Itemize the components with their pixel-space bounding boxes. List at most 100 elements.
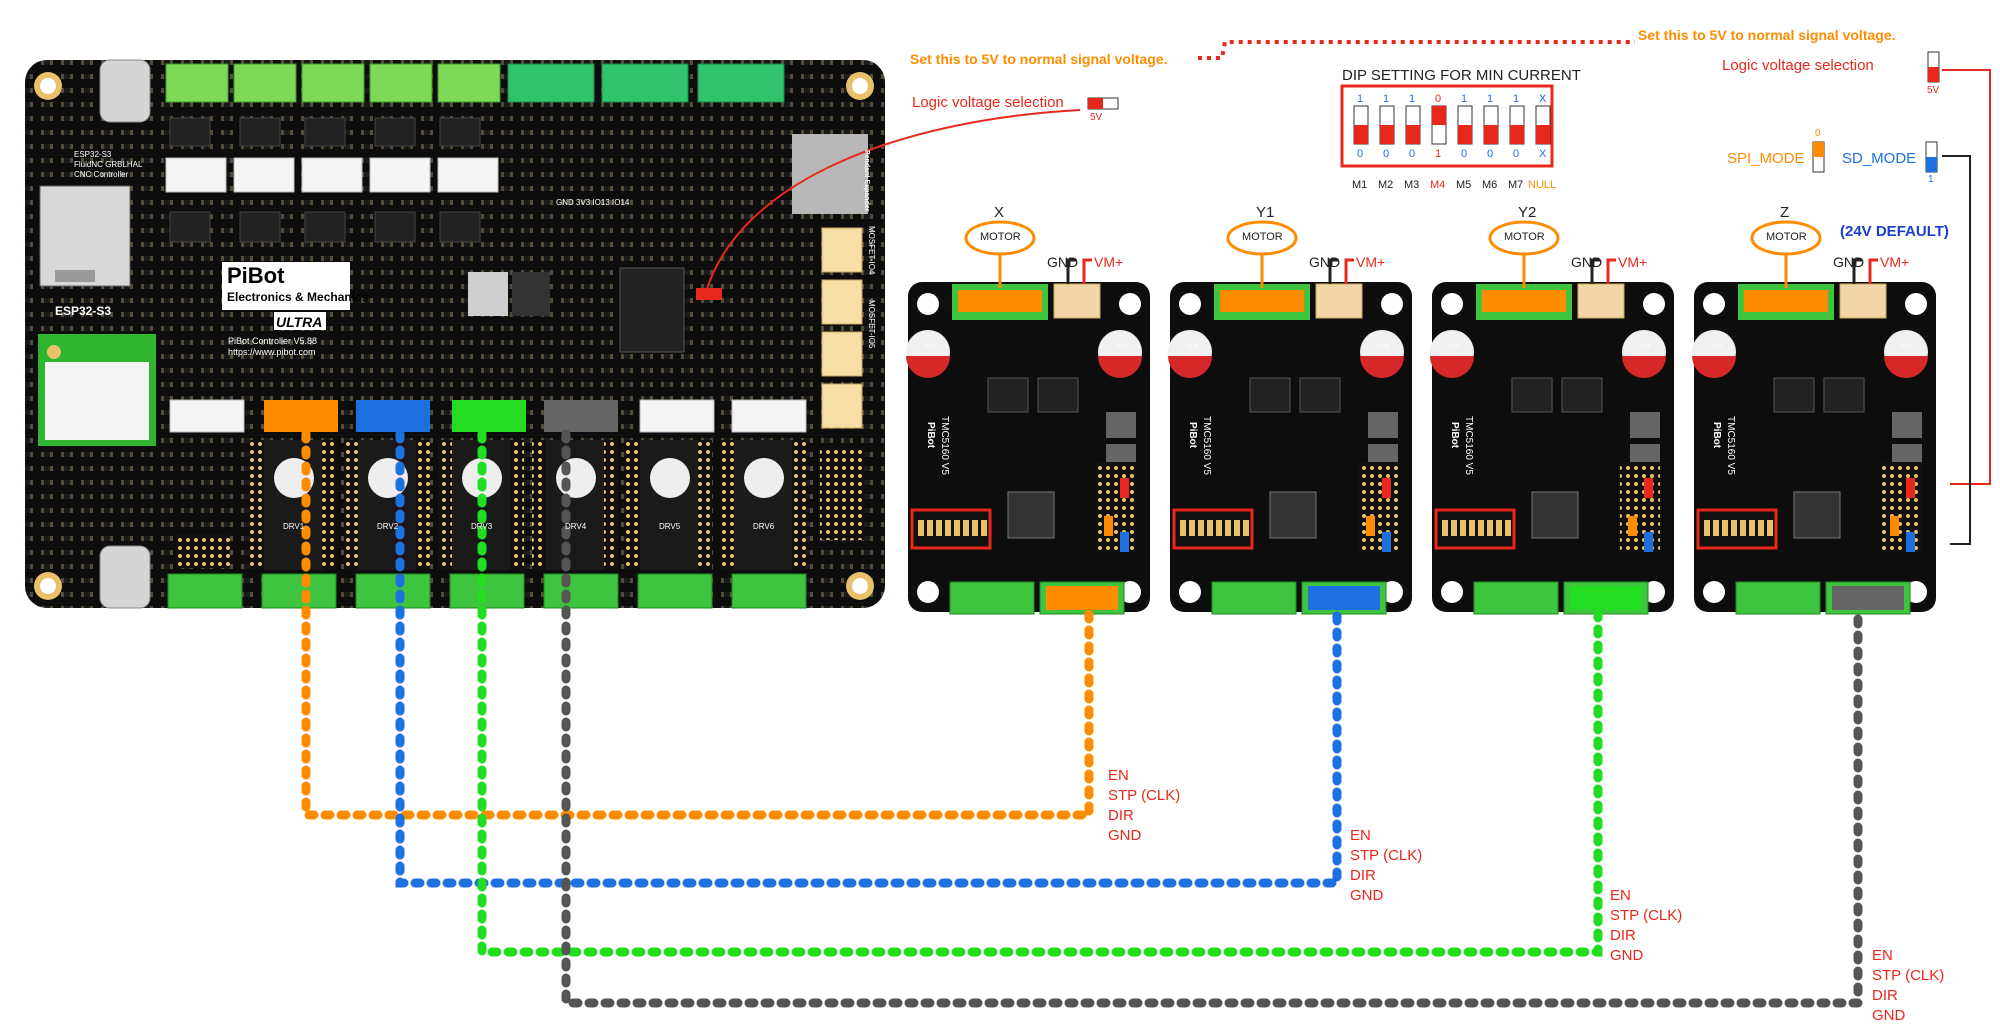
driver-brand-label: PiBot <box>1711 422 1722 449</box>
dip-switch-label: M2 <box>1378 179 1394 191</box>
header-pins-label: GND 3V3 IO13 IO14 <box>556 198 630 207</box>
usb-port-top <box>99 59 151 123</box>
drv4-label: DRV4 <box>565 522 587 531</box>
dip-switch-label: M6 <box>1482 179 1498 191</box>
dip-switch-knob <box>1536 125 1550 144</box>
dip-switch-label: M4 <box>1430 179 1446 191</box>
optocouplers <box>169 117 481 243</box>
dip-bottom-value: X <box>1539 148 1547 160</box>
driver-brand-label: PiBot <box>1449 422 1460 449</box>
dip-top-value: 1 <box>1357 93 1364 105</box>
signal-gnd: GND <box>1108 827 1142 844</box>
driver-boards <box>906 220 1936 615</box>
gnd-label: GND <box>1833 254 1865 270</box>
dip-top-value: X <box>1539 93 1547 105</box>
board-url: https://www.pibot.com <box>228 347 316 357</box>
dip-switch-knob <box>1458 125 1472 144</box>
dip-top-value: 1 <box>1409 93 1416 105</box>
controller-label: CNC Controller <box>74 170 129 179</box>
motor-label: MOTOR <box>1766 231 1807 243</box>
drv3-label: DRV3 <box>471 522 493 531</box>
driver-board-z <box>1692 220 1936 615</box>
spi-mode-label: SPI_MODE <box>1727 150 1805 167</box>
firmware-label: FluidNC GRBLHAL <box>74 160 143 169</box>
sd-card-slot <box>39 185 131 287</box>
dip-top-value: 1 <box>1383 93 1390 105</box>
top-terminals <box>165 63 785 103</box>
wire-y1 <box>395 429 1342 888</box>
regulator-chip <box>619 267 685 353</box>
logic-switch-icon-right <box>1927 51 1940 83</box>
capacitor-label-left: YCK <box>1710 344 1723 350</box>
signal-labels-y2: EN STP (CLK) DIR GND <box>1610 886 1682 966</box>
vm-label: VM+ <box>1356 254 1386 270</box>
signal-en: EN <box>1350 827 1371 844</box>
dip-switch-diagram <box>1340 84 1554 168</box>
dip-switch-label: M7 <box>1508 179 1524 191</box>
vm-label: VM+ <box>1880 254 1910 270</box>
dip-switch-knob <box>1380 125 1394 144</box>
module-label: ESP32-S3 <box>55 304 112 318</box>
capacitor-label-left: YCK <box>1186 344 1199 350</box>
driver-chip-label: TMC5160 V5 <box>1463 416 1474 475</box>
spi-mode-switch-icon <box>1812 141 1825 173</box>
callout-lines <box>705 40 1991 545</box>
drv1-label: DRV1 <box>283 522 305 531</box>
pendant-expander-port <box>792 134 868 214</box>
driver-chip-label: TMC5160 V5 <box>1201 416 1212 475</box>
driver-board-y1 <box>1168 220 1412 615</box>
dip-top-value: 1 <box>1513 93 1520 105</box>
logic-voltage-value-right: 5V <box>1927 85 1940 96</box>
capacitor-label-right: YCK <box>1639 344 1652 350</box>
drv6-label: DRV6 <box>753 522 775 531</box>
sd-mode-label: SD_MODE <box>1842 150 1917 167</box>
capacitor-label-left: YCK <box>1448 344 1461 350</box>
logic-voltage-value-left: 5V <box>1090 112 1103 123</box>
pendant-label: Pendant Expander <box>863 150 870 212</box>
signal-labels-z: EN STP (CLK) DIR GND <box>1872 946 1944 1026</box>
capacitor-label-left: YCK <box>924 344 937 350</box>
signal-en: EN <box>1610 887 1631 904</box>
signal-wires <box>301 429 1863 1008</box>
motor-terminals <box>167 573 807 609</box>
drv2-label: DRV2 <box>377 522 399 531</box>
usb-port-bottom <box>99 545 151 609</box>
signal-stp: STP (CLK) <box>1350 847 1423 864</box>
signal-stp: STP (CLK) <box>1610 907 1683 924</box>
signal-gnd: GND <box>1350 887 1384 904</box>
board-brand: PiBot <box>227 263 285 288</box>
dip-switch-knob <box>1510 125 1524 144</box>
driver-brand-label: PiBot <box>925 422 936 449</box>
dip-top-value: 1 <box>1461 93 1468 105</box>
drv5-label: DRV5 <box>659 522 681 531</box>
signal-labels-x: EN STP (CLK) DIR GND <box>1108 766 1180 846</box>
dip-bottom-value: 0 <box>1409 148 1416 160</box>
dip-bottom-value: 1 <box>1435 148 1442 160</box>
mosfet-terminals <box>821 227 863 429</box>
signal-stp: STP (CLK) <box>1108 787 1181 804</box>
signal-dir: DIR <box>1610 927 1636 944</box>
wire-x <box>301 429 1094 820</box>
set-5v-note-right: Set this to 5V to normal signal voltage. <box>1638 27 1896 43</box>
mounting-holes <box>34 72 874 600</box>
driver-brand-label: PiBot <box>1187 422 1198 449</box>
dip-switch-label: M5 <box>1456 179 1472 191</box>
logic-voltage-label-right: Logic voltage selection <box>1722 57 1874 74</box>
sd-mode-switch-icon <box>1925 141 1938 173</box>
dip-switch-knob <box>1354 125 1368 144</box>
dip-top-value: 1 <box>1487 93 1494 105</box>
dip-bottom-value: 0 <box>1487 148 1494 160</box>
signal-dir: DIR <box>1108 807 1134 824</box>
driver-board-x <box>906 220 1150 615</box>
driver-board-y2 <box>1430 220 1674 615</box>
dip-bottom-value: 0 <box>1461 148 1468 160</box>
gnd-label: GND <box>1571 254 1603 270</box>
dip-bottom-value: 0 <box>1513 148 1520 160</box>
set-5v-note-left: Set this to 5V to normal signal voltage. <box>910 51 1168 67</box>
board-version: PiBot Controller V5.88 <box>228 336 318 346</box>
vm-label: VM+ <box>1618 254 1648 270</box>
driver-chip-label: TMC5160 V5 <box>1725 416 1736 475</box>
endstop-connectors <box>165 157 499 193</box>
wire-z <box>561 429 1863 1008</box>
driver-axis-label: Y1 <box>1256 204 1275 221</box>
